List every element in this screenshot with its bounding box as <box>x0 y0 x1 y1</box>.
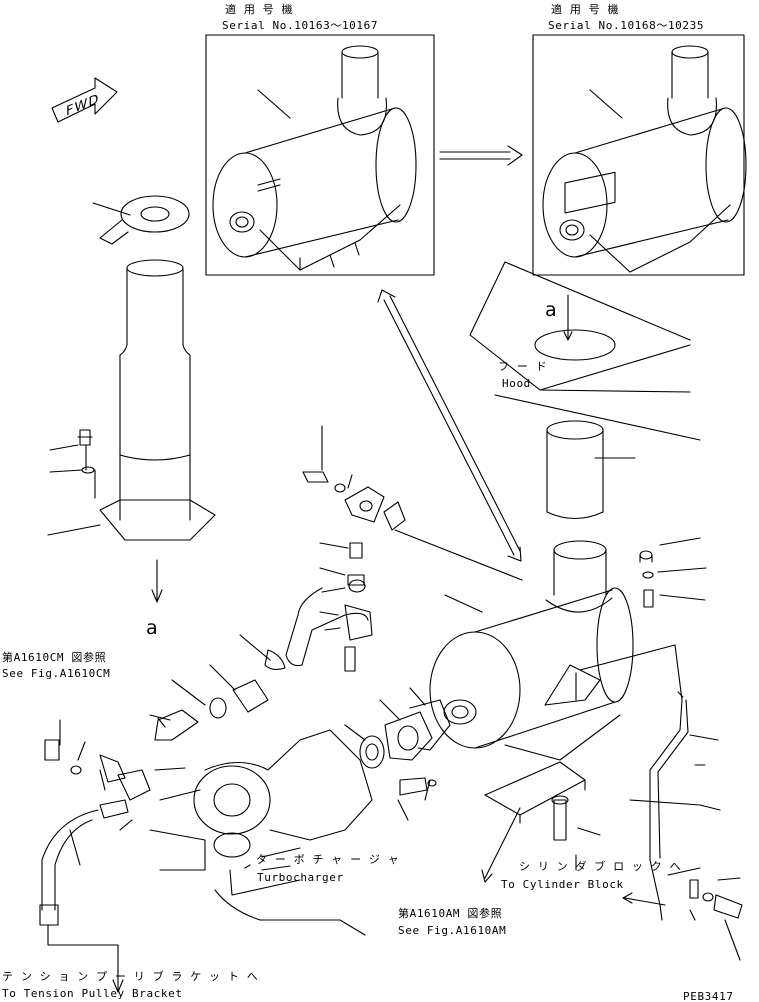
flex-joint-and-clamps <box>149 634 286 741</box>
inset-left-serial-label: Serial No.10163～10167 <box>222 19 379 32</box>
fig-1610cm-en-label: See Fig.A1610CM <box>2 667 111 680</box>
tension-pulley-en-label: To Tension Pulley Bracket <box>2 987 183 1000</box>
hood-hole-ref-label: a <box>545 299 557 321</box>
inset-right-serial-label: Serial No.10168～10235 <box>548 19 705 32</box>
drain-hose <box>39 719 186 993</box>
hood-panel <box>469 261 701 441</box>
inset-right-jp-label: 適 用 号 機 <box>551 3 620 16</box>
main-muffler <box>429 420 707 761</box>
fig-1610am-en-label: See Fig.A1610AM <box>398 924 507 937</box>
rain-cap <box>92 195 190 245</box>
turbocharger-en-label: Turbocharger <box>257 871 344 884</box>
hood-jp-label: フ ー ド <box>498 360 548 373</box>
fig-1610cm-jp-label: 第A1610CM 図参照 <box>2 651 107 664</box>
cylinder-block-jp-label: シ リ ン ダ ブ ロ ッ ク へ <box>519 860 682 873</box>
pipe-ref-label: a <box>146 617 158 639</box>
fig-1610am-jp-label: 第A1610AM 図参照 <box>398 907 503 920</box>
support-plate <box>484 672 601 841</box>
page-code-label: PEB3417 <box>683 990 734 1002</box>
tension-pulley-jp-label: テ ン シ ョ ン プ ー リ ブ ラ ケ ッ ト へ <box>2 970 259 983</box>
turbocharger <box>149 729 373 936</box>
fwd-arrow-symbol <box>51 77 118 123</box>
elbow-and-fasteners <box>285 425 523 672</box>
relocation-arrow <box>377 289 522 562</box>
support-bracket-tube <box>579 644 743 961</box>
hood-en-label: Hood <box>502 377 531 390</box>
inset-left-jp-label: 適 用 号 機 <box>225 3 294 16</box>
reference-leaders <box>157 717 666 906</box>
turbo-flange-gaskets <box>344 687 451 821</box>
inset-left-box <box>205 34 435 276</box>
turbocharger-jp-label: タ ー ボ チ ャ ー ジ ャ <box>256 853 400 866</box>
inset-right-box <box>532 34 747 276</box>
exhaust-pipe <box>47 259 216 603</box>
cylinder-block-en-label: To Cylinder Block <box>501 878 624 891</box>
inset-transition-arrow <box>439 145 523 166</box>
